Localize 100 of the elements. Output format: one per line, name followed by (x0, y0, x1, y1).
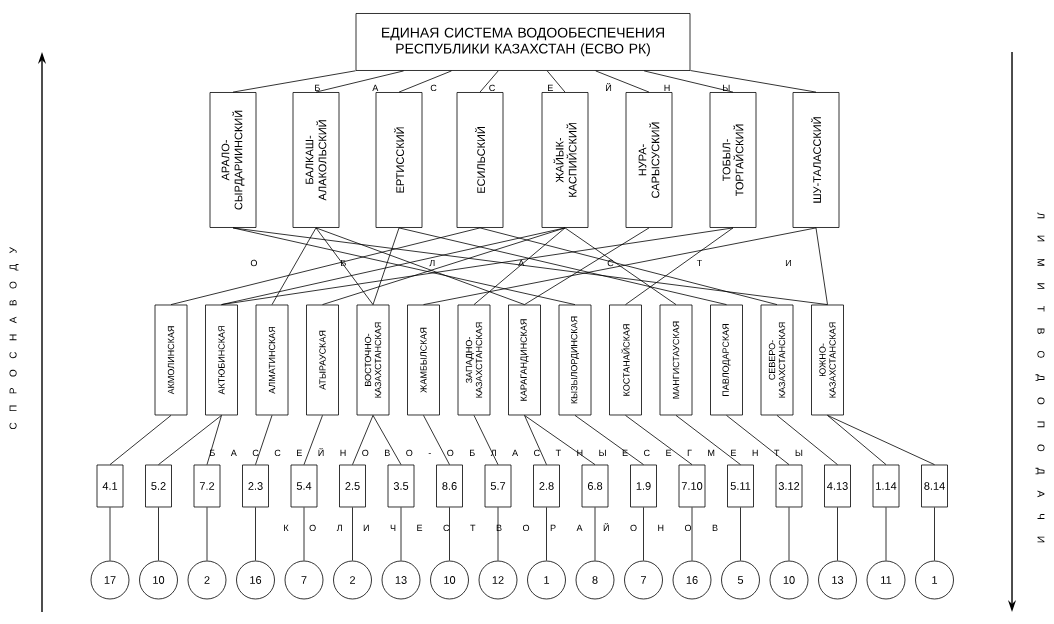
region-box: ПАВЛОДАРСКАЯ (710, 304, 743, 416)
connector-line (322, 227, 566, 305)
connector-line (479, 70, 499, 93)
region-box: СЕВЕРО-КАЗАХСТАНСКАЯ (760, 304, 794, 416)
connector-line (788, 507, 790, 561)
connector-line (837, 507, 838, 561)
connector-line (546, 507, 547, 561)
connector-line (423, 415, 450, 465)
connector-line (303, 507, 305, 561)
connector-line (221, 227, 734, 305)
row-label: О Б Л А С Т И (250, 259, 791, 267)
connector-line (473, 227, 566, 305)
connector-line (315, 227, 374, 305)
connector-line (574, 415, 644, 465)
segment-box: 2.3 (242, 464, 269, 508)
region-box: МАНГИСТАУСКАЯ (659, 304, 693, 416)
connector-line (303, 415, 323, 465)
segment-box: 2.5 (339, 464, 366, 508)
connector-line (675, 415, 741, 465)
segment-box: 5.4 (290, 464, 318, 508)
segment-box: 5.2 (145, 464, 172, 508)
segment-box: 7.10 (678, 464, 706, 508)
connector-line (400, 507, 402, 561)
region-box: АЛМАТИНСКАЯ (255, 304, 289, 416)
connector-line (352, 415, 374, 465)
connector-line (372, 415, 402, 465)
connector-line (546, 70, 566, 93)
connector-line (726, 415, 790, 465)
connector-line (398, 227, 727, 305)
connector-line (827, 415, 935, 465)
connector-line (206, 415, 222, 465)
connector-line (479, 227, 778, 305)
connector-line (827, 415, 887, 465)
basin-box: НУРА-САРЫСУСКИЙ (625, 92, 673, 228)
connector-line (158, 507, 159, 561)
connector-line (352, 507, 353, 561)
connector-line (232, 227, 828, 305)
connector-line (643, 507, 644, 561)
connector-line (315, 70, 404, 93)
region-box: КОСТАНАЙСКАЯ (609, 304, 642, 416)
connector-line (109, 507, 111, 561)
region-box: АКТЮБИНСКАЯ (205, 304, 238, 416)
row-label: Б А С С Е Й Н О В О - О Б Л А С Т Н Ы Е С Е Г М Е Н Т Ы (210, 447, 803, 457)
connector-line (170, 227, 481, 305)
connector-line (625, 227, 734, 305)
connector-line (690, 70, 817, 93)
axis-label: С П Р О С Н А В О Д У (9, 247, 19, 430)
region-box: АКМОЛИНСКАЯ (154, 304, 188, 416)
connector-line (315, 227, 525, 305)
connector-line (206, 507, 208, 561)
region-box: АТЫРАУСКАЯ (306, 304, 339, 416)
segment-box: 2.8 (533, 464, 560, 508)
connector-line (109, 415, 172, 465)
basin-box: ШУ-ТАЛАССКИЙ (792, 92, 840, 228)
connector-line (776, 415, 838, 465)
connector-line (449, 507, 450, 561)
segment-box: 6.8 (581, 464, 609, 508)
region-box: КАРАГАНДИНСКАЯ (508, 304, 541, 416)
connector-line (625, 415, 693, 465)
segment-box: 3.5 (387, 464, 415, 508)
segment-box: 8.6 (436, 464, 463, 508)
region-box: ЗАПАДНО-КАЗАХСТАНСКАЯ (457, 304, 491, 416)
system-box: ЕДИНАЯ СИСТЕМА ВОДООБЕСПЕЧЕНИЯ РЕСПУБЛИКИ КАЗАХСТАН (ЕСВО РК) (355, 13, 691, 71)
segment-box: 7.2 (193, 464, 221, 508)
connector-line (271, 227, 317, 305)
row-label: Б А С С Е Й Н Ы (315, 82, 730, 92)
segment-box: 4.1 (96, 464, 124, 508)
connector-line (232, 70, 356, 93)
connector-line (158, 415, 222, 465)
basin-box: ЕСИЛЬСКИЙ (456, 92, 504, 228)
segment-box: 4.13 (824, 464, 851, 508)
segment-box: 8.14 (921, 464, 948, 508)
connector-line (524, 227, 650, 305)
connector-line (691, 507, 693, 561)
segment-box: 1.9 (630, 464, 657, 508)
row-label: К О Л И Ч Е С Т В О Р А Й О Н О В (284, 522, 718, 532)
segment-box: 3.12 (775, 464, 803, 508)
connector-line (398, 70, 452, 93)
connector-line (934, 507, 935, 561)
connector-line (815, 227, 828, 305)
connector-line (423, 227, 817, 305)
region-box: ЮЖНО-КАЗАХСТАНСКАЯ (811, 304, 844, 416)
segment-box: 5.11 (727, 464, 754, 508)
connector-line (497, 507, 499, 561)
connector-line (740, 507, 741, 561)
segment-box: 5.7 (484, 464, 512, 508)
basin-box: ЖАЙЫК-КАСПИЙСКИЙ (541, 92, 589, 228)
connector-line (885, 507, 887, 561)
connector-line (643, 70, 734, 93)
connector-line (594, 507, 596, 561)
connector-line (595, 70, 650, 93)
connector-line (524, 415, 547, 465)
basin-box: АРАЛО-СЫРДАРИИНСКИЙ (209, 92, 257, 228)
basin-box: ТОБЫЛ-ТОРГАЙСКИЙ (709, 92, 757, 228)
connector-line (372, 227, 400, 305)
segment-box: 1.14 (872, 464, 900, 508)
basin-box: БАЛКАШ-АЛАКОЛЬСКИЙ (292, 92, 340, 228)
axis-label: Л И М И Т В О Д О П О Д А Ч И (1035, 212, 1045, 543)
connector-line (255, 507, 256, 561)
region-box: КЫЗЫЛОРДИНСКАЯ (558, 304, 592, 416)
